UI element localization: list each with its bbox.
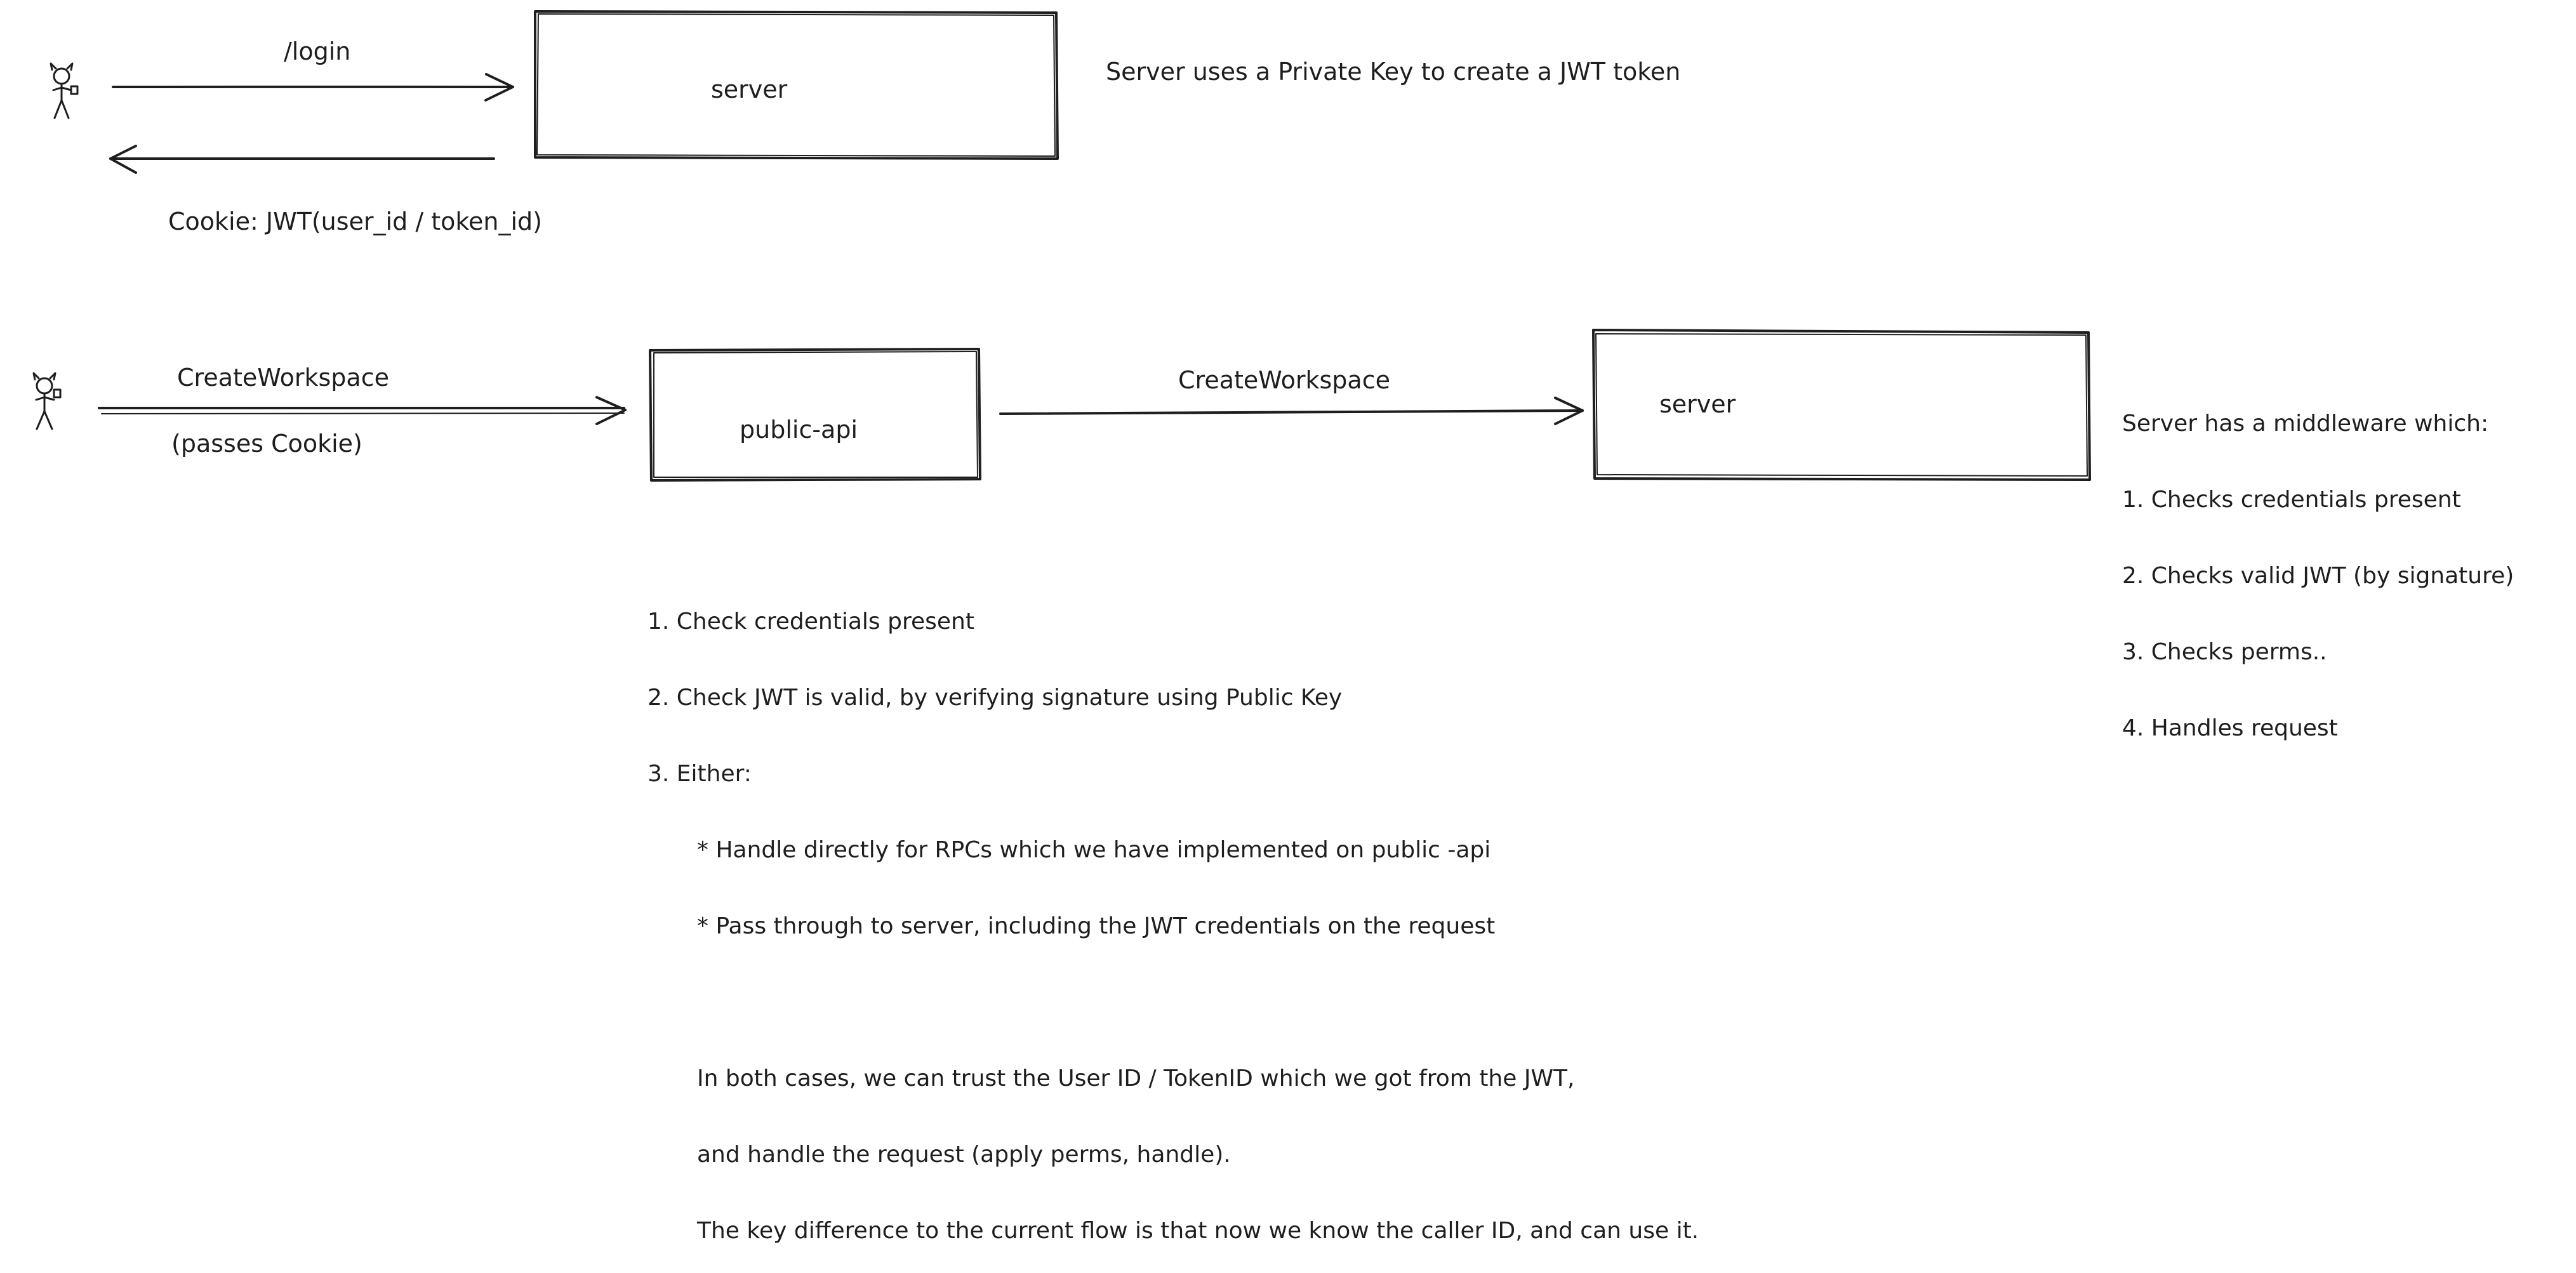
server-note-line: 2. Checks valid JWT (by signature) <box>2122 563 2514 589</box>
public-api-note-line: * Pass through to server, including the … <box>697 913 1496 939</box>
server-box-1 <box>534 10 1059 160</box>
create-workspace-label-2: CreateWorkspace <box>1178 366 1390 394</box>
server-middleware-notes: Server has a middleware which: 1. Checks… <box>2122 367 2514 770</box>
cookie-return-arrow <box>109 145 495 174</box>
public-api-note-line: 3. Either: <box>647 761 752 787</box>
public-api-note-line: The key difference to the current flow i… <box>697 1218 1699 1244</box>
user-figure-icon-2 <box>32 372 62 430</box>
public-api-note-line: 1. Check credentials present <box>647 609 974 635</box>
server-note-line: Server has a middleware which: <box>2122 411 2489 437</box>
create-workspace-arrow-1 <box>98 396 627 425</box>
private-key-note: Server uses a Private Key to create a JW… <box>1106 58 1681 86</box>
create-workspace-arrow-2 <box>999 397 1584 425</box>
create-workspace-label-1: CreateWorkspace <box>177 364 389 392</box>
public-api-note-line: 2. Check JWT is valid, by verifying sign… <box>647 685 1343 711</box>
public-api-node-label: public-api <box>740 416 858 444</box>
public-api-note-line: * Handle directly for RPCs which we have… <box>697 837 1491 863</box>
login-edge-label: /login <box>284 37 351 65</box>
login-arrow <box>112 73 514 102</box>
public-api-notes: 1. Check credentials present 2. Check JW… <box>647 565 1699 1273</box>
server-note-line: 3. Checks perms.. <box>2122 639 2327 665</box>
server-note-line: 4. Handles request <box>2122 715 2338 741</box>
server-node-label-2: server <box>1659 390 1736 418</box>
server-note-line: 1. Checks credentials present <box>2122 487 2461 513</box>
public-api-box <box>649 348 981 482</box>
diagram-canvas <box>32 10 2091 482</box>
public-api-note-line: and handle the request (apply perms, han… <box>697 1142 1231 1168</box>
passes-cookie-label: (passes Cookie) <box>171 430 362 458</box>
server-box-2 <box>1592 329 2091 481</box>
cookie-return-label: Cookie: JWT(user_id / token_id) <box>168 208 542 235</box>
public-api-note-line: In both cases, we can trust the User ID … <box>697 1065 1575 1092</box>
server-node-label-1: server <box>711 76 788 103</box>
user-figure-icon <box>50 62 79 119</box>
public-api-note-gap <box>647 991 1699 1022</box>
